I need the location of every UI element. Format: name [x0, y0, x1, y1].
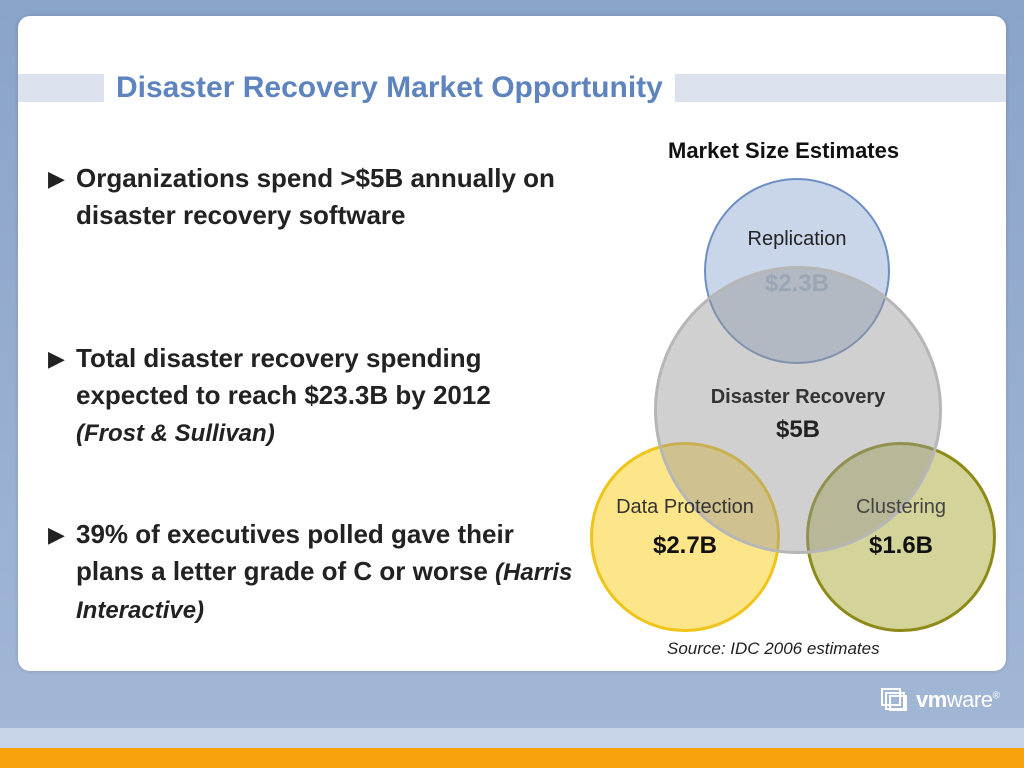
footer-band — [0, 728, 1024, 748]
bullet-text: Total disaster recovery spending expecte… — [76, 340, 586, 452]
replication-label: Replication — [747, 228, 847, 250]
replication-value: $2.3B — [764, 270, 830, 297]
disaster-recovery-value: $5B — [775, 416, 821, 443]
data-protection-value: $2.7B — [652, 532, 718, 559]
slide-title: Disaster Recovery Market Opportunity — [104, 66, 675, 110]
bullet-text: 39% of executives polled gave their plan… — [76, 516, 586, 629]
bullet-body: 39% of executives polled gave their plan… — [76, 519, 514, 586]
vmware-wordmark: vmware® — [916, 687, 1000, 712]
vmware-logo-icon — [880, 687, 910, 713]
disaster-recovery-circle — [654, 266, 942, 554]
bullet-citation: (Frost & Sullivan) — [76, 420, 275, 447]
clustering-label: Clustering — [855, 496, 947, 518]
bullet-body: Total disaster recovery spending expecte… — [76, 343, 491, 410]
source-note: Source: IDC 2006 estimates — [667, 639, 880, 658]
bullet-citation: (Harris Interactive) — [76, 559, 573, 624]
disaster-recovery-label: Disaster Recovery — [710, 386, 886, 408]
vmware-logo: vmware® — [880, 686, 1000, 714]
bullet-text: Organizations spend >$5B annually on dis… — [76, 160, 586, 234]
diagram-title: Market Size Estimates — [668, 138, 900, 163]
bullet-arrow-icon: ▶ — [48, 522, 65, 547]
venn-diagram: Market Size Estimates Replication $2.3B … — [560, 130, 1020, 670]
bullet-body: Organizations spend >$5B annually on dis… — [76, 163, 555, 230]
data-protection-label: Data Protection — [616, 496, 754, 518]
bullet-arrow-icon: ▶ — [48, 166, 65, 191]
clustering-value: $1.6B — [868, 532, 934, 559]
footer-accent-band — [0, 748, 1024, 768]
bullet-arrow-icon: ▶ — [48, 346, 65, 371]
